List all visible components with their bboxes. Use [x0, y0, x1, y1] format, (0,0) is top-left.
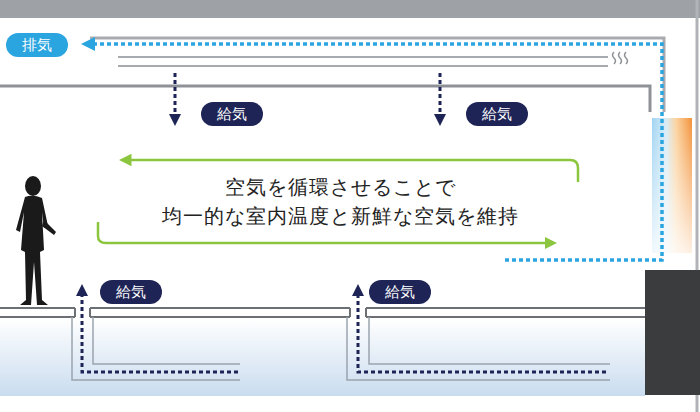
caption-text: 空気を循環させることで 均一的な室内温度と新鮮な空気を維持 — [110, 173, 570, 231]
circulation-arrow — [98, 160, 578, 243]
pill-text: 給気 — [482, 105, 512, 123]
pill-text: 排気 — [22, 36, 52, 54]
ceiling-slab — [0, 0, 700, 18]
supply-pill: 給気 — [201, 102, 263, 126]
window — [652, 118, 692, 253]
pill-text: 給気 — [217, 105, 247, 123]
pill-text: 給気 — [116, 283, 146, 301]
underfloor-space — [0, 318, 645, 396]
floor-lines — [0, 308, 645, 317]
supply-pill: 給気 — [369, 280, 431, 304]
person-figure — [16, 176, 56, 305]
pill-text: 給気 — [385, 283, 415, 301]
window-fade — [652, 118, 692, 253]
heat-wave-symbol — [613, 52, 628, 64]
supply-pill: 給気 — [100, 280, 162, 304]
exhaust-pill: 排気 — [6, 33, 68, 57]
ceiling-duct — [0, 38, 664, 112]
exhaust-flow — [88, 44, 662, 260]
supply-pill: 給気 — [466, 102, 528, 126]
perimeter-unit — [645, 270, 700, 395]
supply-flow — [82, 73, 606, 372]
